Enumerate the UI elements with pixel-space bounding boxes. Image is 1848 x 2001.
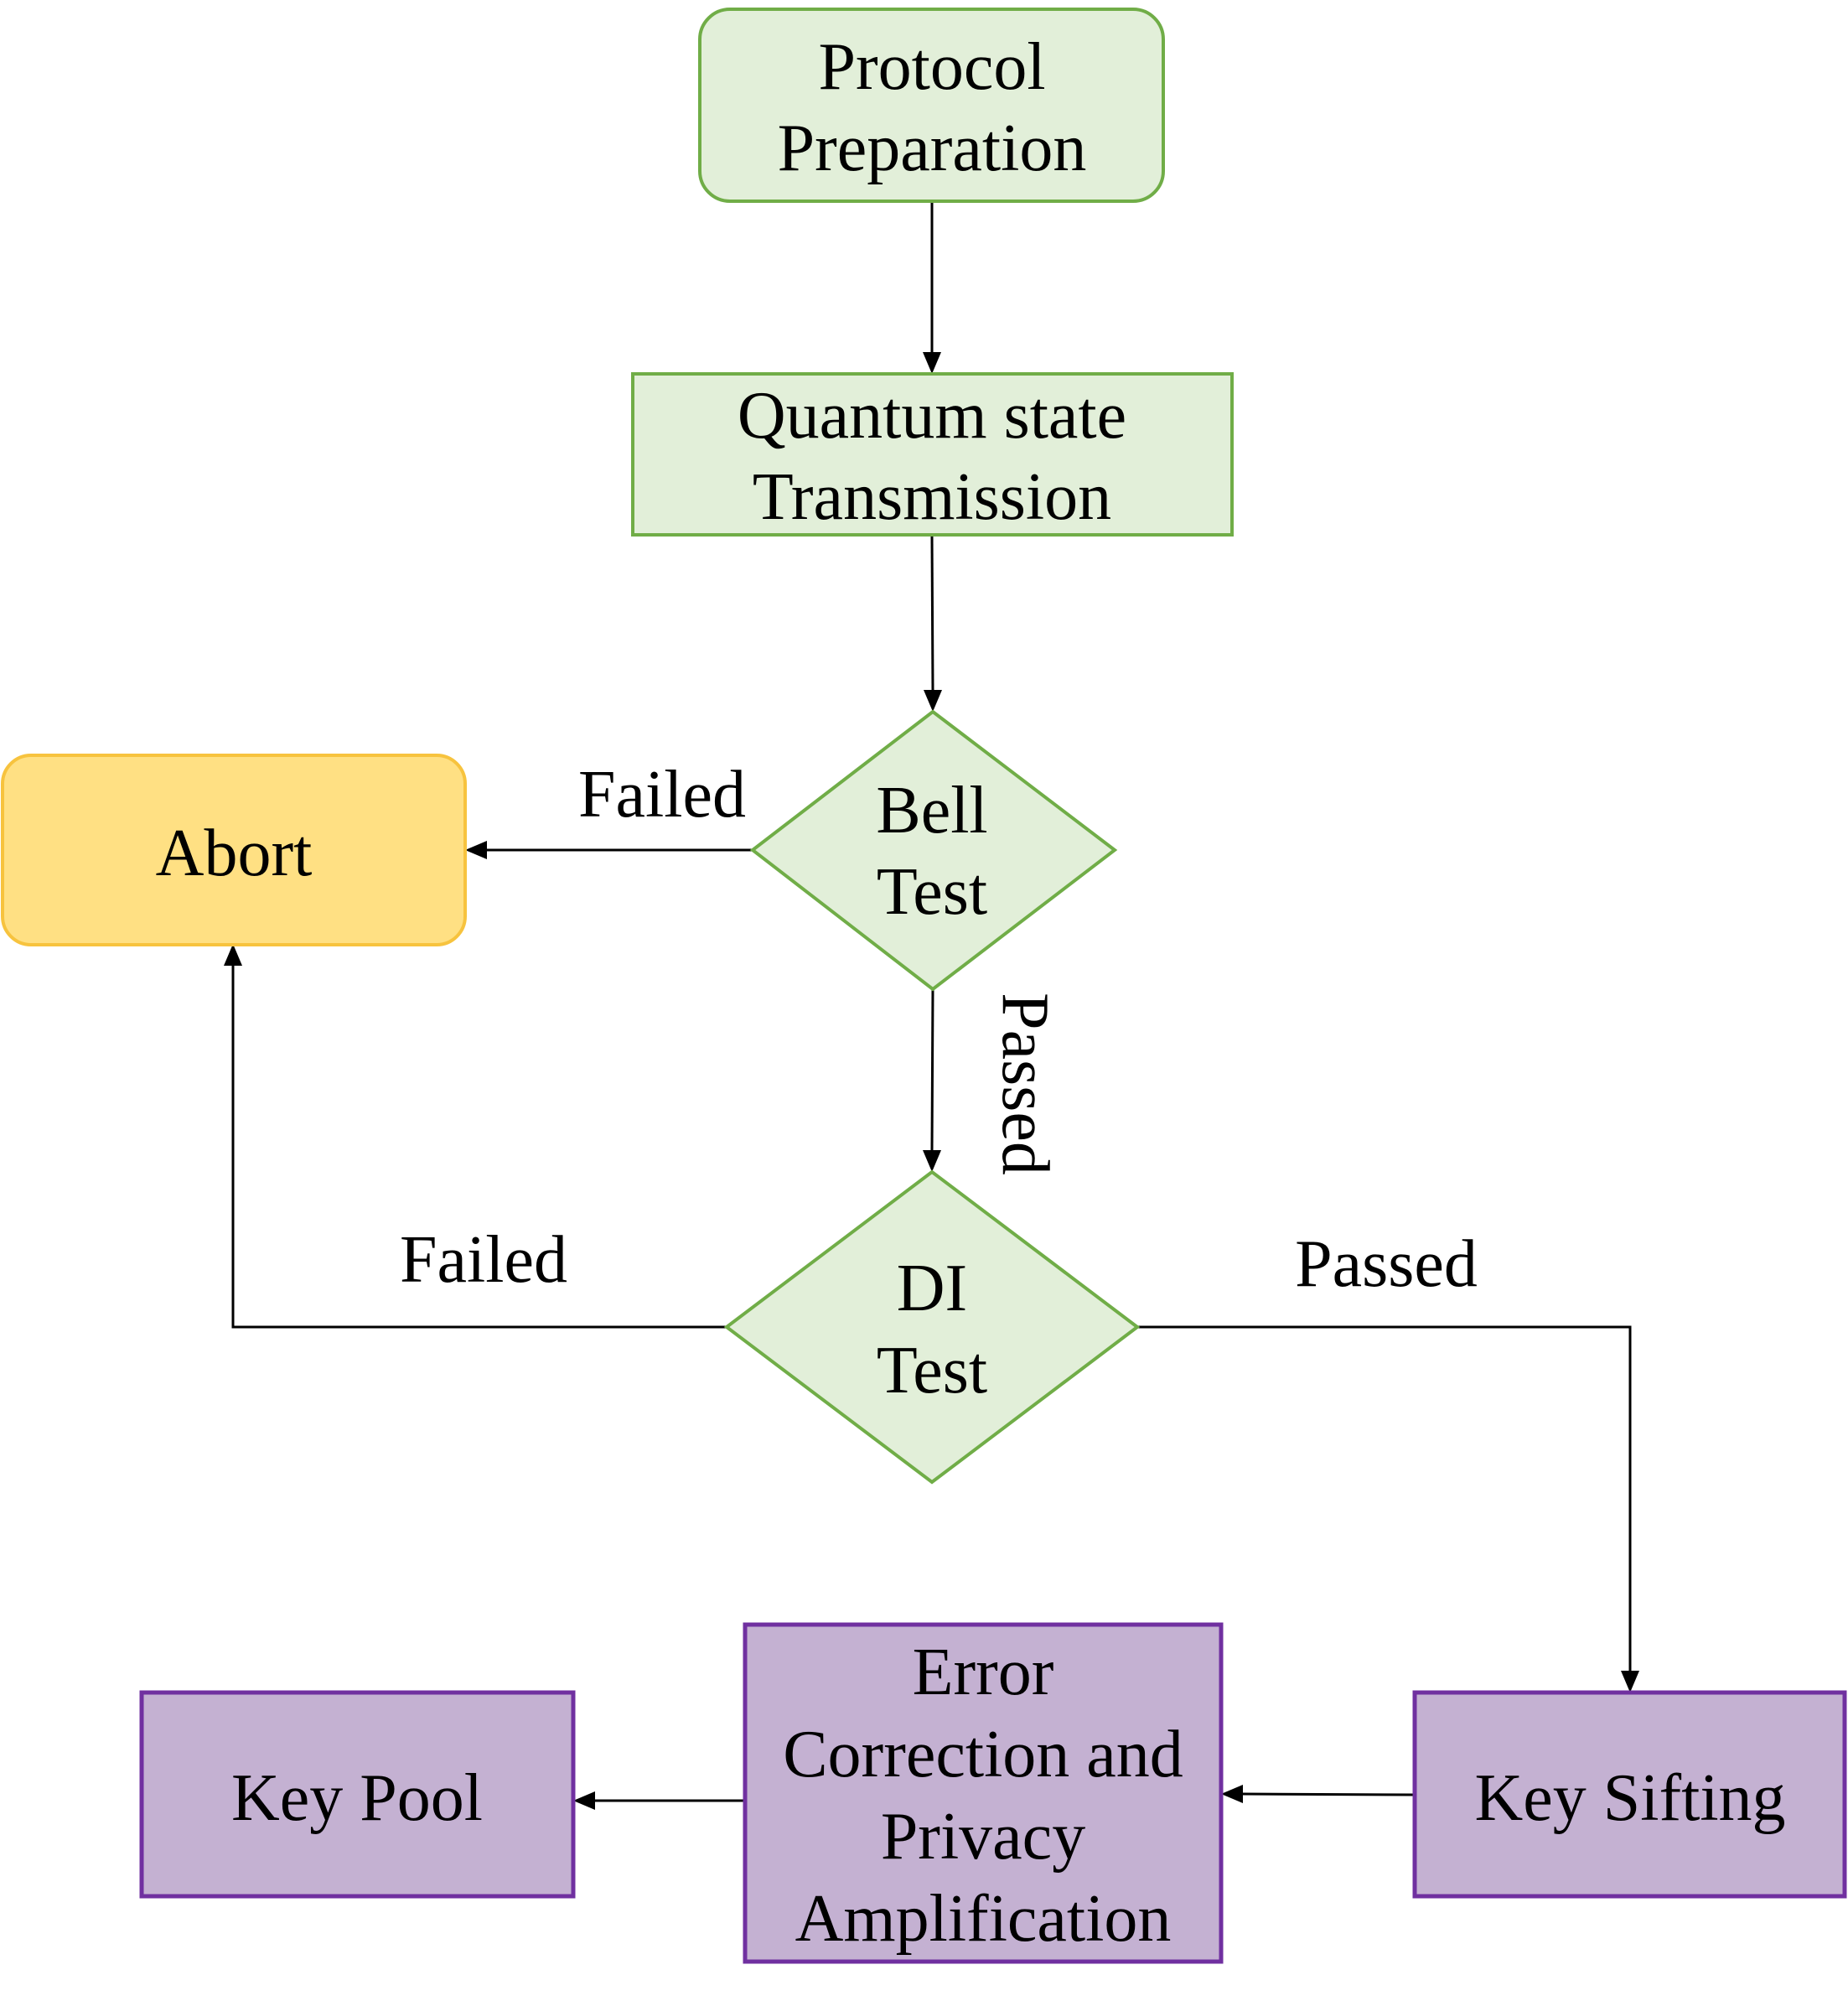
node-key-pool: Key Pool — [139, 1690, 576, 1899]
rounded-rect-shape — [1, 754, 467, 946]
node-label-line: Correction and — [783, 1718, 1183, 1791]
diamond-shape — [749, 709, 1118, 992]
arrowhead-prep-to-transmission — [923, 352, 941, 374]
rect-shape — [139, 1690, 576, 1899]
node-label-line: Error — [913, 1636, 1054, 1709]
node-label-line: Protocol — [818, 30, 1045, 104]
rect-shape — [743, 1622, 1224, 1964]
rounded-rect-shape — [698, 8, 1165, 203]
node-di-test: DI Test — [723, 1169, 1141, 1485]
node-label-line: Key Pool — [231, 1761, 483, 1835]
rect-shape — [1412, 1690, 1847, 1899]
arrowhead-ec-to-keypool — [573, 1791, 595, 1810]
edge-label-bell-failed: Failed — [578, 758, 746, 832]
edge-transmission-to-bell — [930, 536, 934, 691]
node-label-line: Abort — [156, 816, 313, 890]
diamond-shape — [723, 1169, 1141, 1485]
node-quantum-state-transmission: Quantum state Transmission — [631, 372, 1234, 537]
node-label-line: Privacy — [881, 1800, 1085, 1874]
edge-di-to-sifting — [1137, 1325, 1632, 1671]
edge-label-di-passed: Passed — [1295, 1227, 1478, 1301]
node-label-line: DI — [897, 1252, 967, 1325]
node-label-line: Key Sifting — [1474, 1761, 1785, 1835]
node-label-line: Quantum state — [738, 379, 1126, 453]
node-protocol-preparation: Protocol Preparation — [698, 8, 1165, 203]
edge-sifting-to-ec — [1242, 1792, 1416, 1796]
node-label-line: Test — [877, 855, 987, 929]
arrowhead-bell-to-di — [923, 1150, 941, 1172]
arrowhead-di-to-sifting — [1621, 1671, 1639, 1693]
node-bell-test: Bell Test — [749, 709, 1118, 992]
arrowhead-transmission-to-bell — [924, 690, 942, 712]
node-label-line: Preparation — [778, 111, 1087, 185]
node-abort: Abort — [1, 754, 467, 946]
rect-shape — [631, 372, 1234, 537]
edge-di-to-abort — [231, 966, 727, 1329]
edges — [224, 201, 1639, 1810]
node-error-correction-privacy-amplification: Error Correction and Privacy Amplificati… — [743, 1622, 1224, 1964]
edge-label-di-failed: Failed — [400, 1223, 567, 1297]
edge-label-bell-passed: Passed — [988, 993, 1062, 1175]
node-label-line: Amplification — [795, 1882, 1172, 1956]
arrowhead-di-to-abort — [224, 944, 242, 966]
arrowhead-bell-to-abort — [465, 841, 487, 859]
node-label-line: Test — [877, 1334, 987, 1407]
node-key-sifting: Key Sifting — [1412, 1690, 1847, 1899]
node-label-line: Transmission — [753, 460, 1111, 534]
arrowhead-sifting-to-ec — [1221, 1785, 1243, 1803]
edge-bell-to-di — [930, 988, 934, 1151]
edge-labels: Failed Passed Failed Passed — [400, 758, 1478, 1301]
node-label-line: Bell — [876, 774, 987, 848]
